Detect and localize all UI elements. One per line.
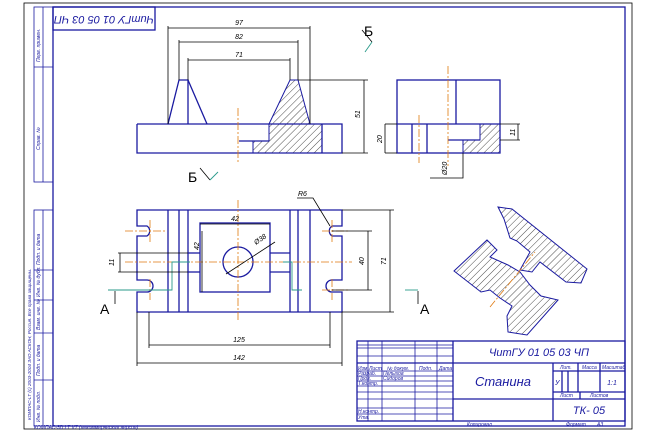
role-tkontr: Т.контр.	[358, 381, 378, 387]
section-label-b-top: Б	[364, 23, 373, 39]
lit-label: Лит.	[559, 365, 572, 371]
dim-42-vertical: 42	[194, 242, 201, 250]
sheet-frame	[23, 2, 633, 430]
dim-40: 40	[359, 257, 366, 265]
strip-podp-data-2: Подп. и дата	[36, 344, 42, 376]
header-podp: Подп.	[419, 366, 432, 372]
scale-value: 1:1	[607, 380, 617, 387]
name-razrab: Пелыхов	[383, 371, 404, 377]
part-name: Станина	[475, 374, 531, 389]
role-prov: Пров.	[358, 376, 371, 382]
copyright-text: КОМПАС-LT (c) 2003-2004 ЗАО АСКОН, Росси…	[27, 269, 32, 420]
role-razrab: Разраб.	[358, 371, 376, 377]
header-izm: Изм.	[358, 366, 369, 372]
corner-stamp-text: ЧитГУ 01 05 03 ЧП	[54, 13, 154, 25]
dim-20: 20	[377, 135, 384, 144]
section-label-a-right: А	[420, 301, 430, 317]
dim-125: 125	[233, 337, 245, 344]
lit-value: У	[554, 380, 561, 387]
section-label-b-bottom: Б	[188, 169, 197, 185]
dim-11: 11	[109, 259, 116, 266]
dim-97: 97	[235, 20, 244, 27]
front-view: 97 82 71 51 20 Б Б	[136, 20, 386, 185]
header-list: Лист	[368, 366, 382, 372]
role-nkontr: Н.контр.	[358, 409, 379, 415]
header-doc-no: № докум.	[387, 366, 409, 372]
role-utv: Утв.	[358, 415, 369, 421]
strip-vzam-inv: Взам. инв. №	[36, 298, 42, 330]
copied-label: Копировал	[467, 422, 492, 428]
drawing-code: ТК- 05	[573, 405, 606, 417]
dim-71: 71	[381, 257, 388, 265]
section-label-a-left: А	[100, 301, 110, 317]
header-date: Дата	[438, 366, 452, 372]
sheets-label: Листов	[589, 393, 609, 399]
dim-dia-38: Ø38	[252, 233, 268, 247]
corner-stamp: ЧитГУ 01 05 03 ЧП	[52, 6, 156, 31]
scale-label: Масштаб	[602, 365, 626, 371]
isometric-section	[453, 206, 588, 336]
software-footer: КОМПАС-3D LT V7 (некоммерческая версия)	[34, 425, 139, 431]
designation: ЧитГУ 01 05 03 ЧП	[489, 347, 589, 359]
strip-podp-data-1: Подп. и дата	[36, 233, 42, 265]
format-label: Формат	[566, 422, 586, 428]
side-view: 11 Ø20	[385, 66, 520, 179]
dim-71-top: 71	[235, 52, 243, 59]
dim-r6: R6	[298, 191, 307, 198]
dim-42-horizontal: 42	[231, 216, 239, 223]
sheet-label: Лист	[559, 393, 573, 399]
format-value: A3	[596, 422, 603, 428]
dim-11-side: 11	[510, 129, 517, 136]
dim-dia-20-side: Ø20	[442, 162, 449, 176]
dim-142: 142	[233, 355, 245, 362]
strip-inv-podl: Инв. № подл.	[36, 391, 42, 422]
plan-view: 42 42 Ø38 R6 11 40 71 125 142 А А	[100, 191, 430, 366]
side-strip: Перв. примен. Справ. № Подп. и дата Инв.…	[27, 6, 139, 431]
title-block: Изм. Лист № докум. Подп. Дата Разраб. Пе…	[356, 340, 626, 428]
dim-51: 51	[355, 110, 362, 118]
name-prov: Сидоров	[383, 376, 403, 382]
strip-sprav: Справ. №	[36, 127, 42, 150]
mass-label: Масса	[582, 365, 597, 371]
dim-82: 82	[235, 34, 243, 41]
strip-inv-dubl: Инв. № дубл.	[36, 266, 42, 297]
strip-perv-primen: Перв. примен.	[36, 29, 42, 62]
